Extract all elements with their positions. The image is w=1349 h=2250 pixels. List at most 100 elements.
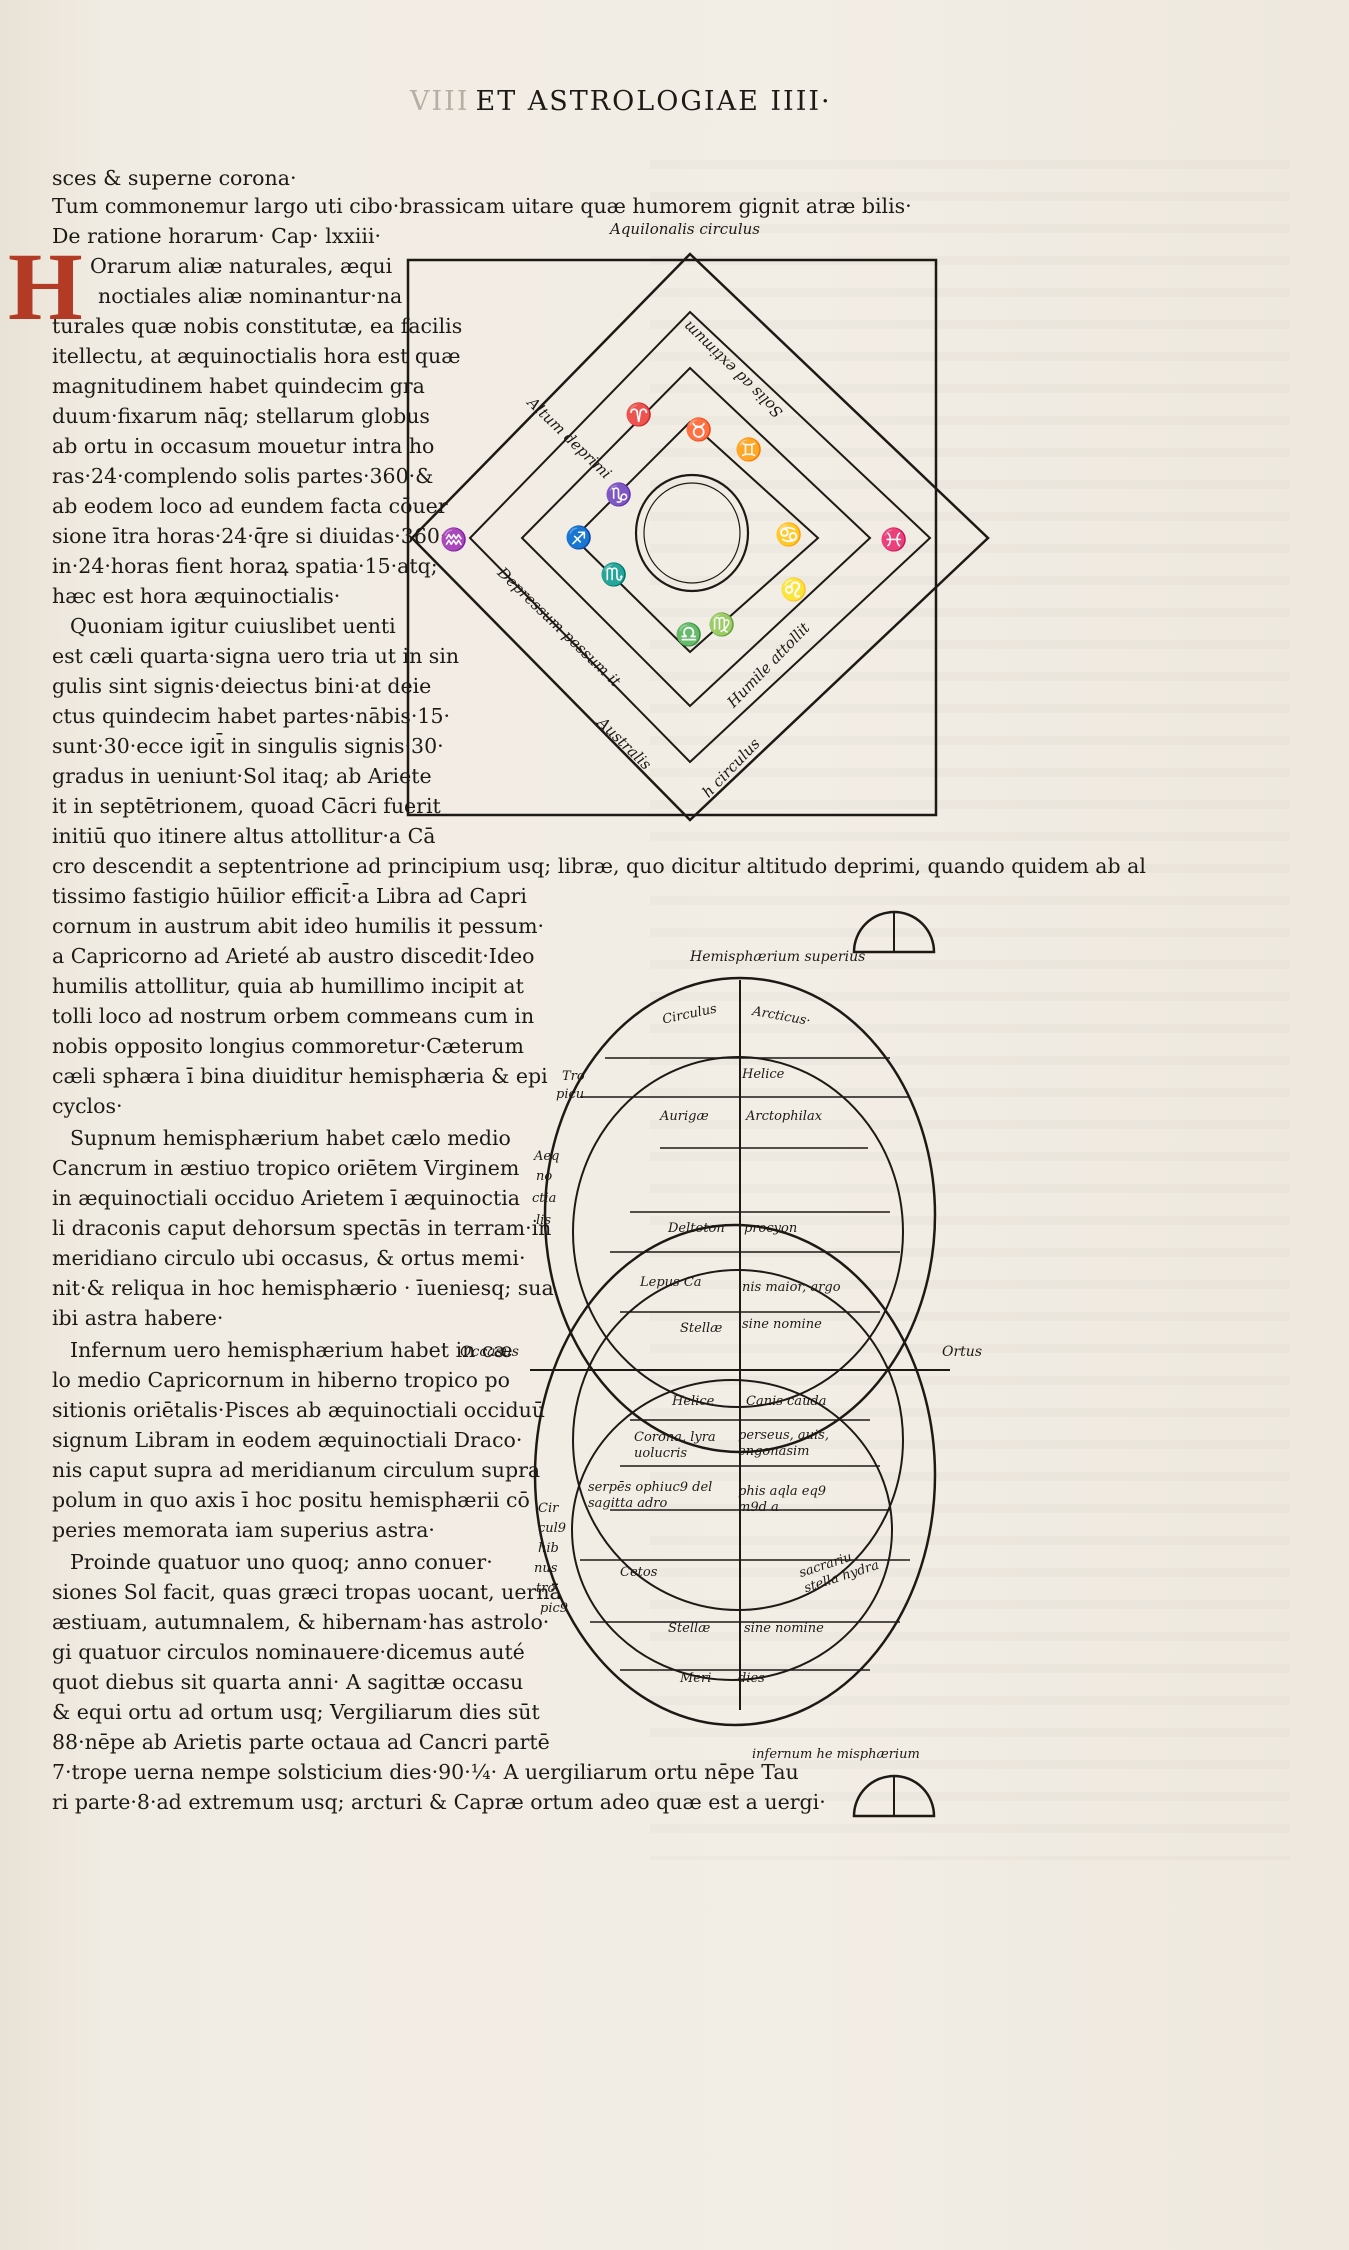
diagram1-top-label: Aquilonalis circulus (610, 220, 760, 238)
text-line: humilis attollitur, quia ab humillimo in… (52, 974, 524, 998)
text-line: itellectu, at æquinoctialis hora est quæ (52, 344, 461, 368)
text-line: ab ortu in occasum mouetur intra ho (52, 434, 435, 458)
cell-left: serpēs ophiuc9 del sagitta adro (588, 1480, 713, 1511)
side-label: cul9 (538, 1521, 567, 1536)
text-line: Supnum hemisphærium habet cælo medio (70, 1126, 511, 1150)
diagram2-label-ortus: Ortus (942, 1344, 982, 1360)
cell-right: Canis cauda (746, 1394, 827, 1409)
side-label: pic9 (540, 1601, 569, 1616)
text-line: æstiuam, autumnalem, & hibernam·has astr… (52, 1610, 550, 1634)
text-line: Infernum uero hemisphærium habet in cæ (70, 1338, 513, 1362)
text-line: gulis sint signis·deiectus bini·at deie (52, 674, 432, 698)
side-label: Tro (562, 1069, 585, 1084)
side-label: lis (536, 1213, 551, 1228)
diagram2-label-bottom: infernum he misphærium (752, 1747, 920, 1762)
text-line: Cancrum in æstiuo tropico oriētem Virgin… (52, 1156, 520, 1180)
text-line: sces & superne corona· (52, 166, 297, 190)
text-line: Quoniam igitur cuiuslibet uenti (70, 614, 396, 638)
zodiac-glyph: ♏ (600, 563, 628, 588)
diagram2-label-occasus: Occasus (460, 1344, 519, 1360)
text-line: lo medio Capricornum in hiberno tropico … (52, 1368, 510, 1392)
side-label: Cir (538, 1501, 559, 1516)
cell-right: sine nomine (744, 1621, 824, 1636)
zodiac-glyph: ♈ (625, 403, 653, 428)
text-line: ab eodem loco ad eundem facta cōuer (52, 494, 448, 518)
zodiac-glyph: ♉ (685, 418, 713, 443)
text-line: sione ītra horas·24·q̄re si diuidas·360· (52, 524, 447, 548)
cell-left: Stellæ (668, 1621, 711, 1636)
zodiac-glyph: ♐ (565, 526, 593, 551)
cell-left: Aurigæ (660, 1109, 709, 1124)
side-label: no (536, 1169, 553, 1184)
drop-cap: H (8, 233, 83, 340)
text-line: signum Libram in eodem æquinoctiali Drac… (52, 1428, 523, 1452)
text-line: sitionis oriētalis·Pisces ab æquinoctial… (52, 1398, 546, 1422)
cell-right: Helice (742, 1067, 785, 1082)
text-line: ri parte·8·ad extremum usq; arcturi & Ca… (52, 1790, 826, 1814)
text-line: De ratione horarum· Cap· lxxiii· (52, 224, 382, 248)
diagram2-label-top: Hemisphærium superius (690, 949, 866, 965)
cell-left: Helice (672, 1394, 715, 1409)
side-label: picu (556, 1087, 585, 1102)
cell-right: perseus, auis, engonasim (738, 1428, 829, 1459)
text-line: nit·& reliqua in hoc hemisphærio · īueni… (52, 1276, 554, 1300)
text-line: peries memorata iam superius astra· (52, 1518, 435, 1542)
text-line: Orarum aliæ naturales, æqui (90, 254, 393, 278)
text-line: it in septētrionem, quoad Cācri fuerit (52, 794, 441, 818)
text-line: noctiales aliæ nominantur·na (98, 284, 403, 308)
zodiac-glyph: ♒ (440, 528, 468, 553)
text-line: cyclos· (52, 1094, 123, 1118)
show-through-bleed (650, 160, 1290, 1860)
text-line: ibi astra habere· (52, 1306, 224, 1330)
zodiac-glyph: ♌ (780, 578, 808, 603)
cell-right: sine nomine (742, 1317, 822, 1332)
cell-left: Cetos (620, 1565, 658, 1580)
text-line: duum·fixarum nāq; stellarum globus (52, 404, 430, 428)
text-line: a Capricorno ad Arieté ab austro discedi… (52, 944, 535, 968)
running-head-text: ET ASTROLOGIAE IIII· (475, 86, 832, 117)
diagram1-square (406, 252, 990, 822)
text-line: 88·nēpe ab Arietis parte octaua ad Cancr… (52, 1730, 550, 1754)
cell-right: phis aqla eq9 m9d a (738, 1484, 827, 1515)
side-label: ctia (532, 1191, 557, 1206)
cell-left: Lepus Ca (640, 1275, 702, 1290)
text-line: li draconis caput dehorsum spectās in te… (52, 1216, 552, 1240)
text-line: ras·24·complendo solis partes·360·& (52, 464, 434, 488)
cell-right: procyon (744, 1221, 798, 1236)
text-line: nis caput supra ad meridianum circulum s… (52, 1458, 541, 1482)
text-line: in æquinoctiali occiduo Arietem ī æquino… (52, 1186, 521, 1210)
text-line: sunt·30·ecce igit̄ in singulis signis·30… (52, 734, 444, 758)
side-label: nus (534, 1561, 558, 1576)
text-line: cro descendit a septentrione ad principi… (52, 854, 1146, 878)
text-line: cornum in austrum abit ideo humilis it p… (52, 914, 545, 938)
side-label: hib (538, 1541, 559, 1556)
text-line: polum in quo axis ī hoc positu hemisphær… (52, 1488, 530, 1512)
cell-left: Corona, lyra uolucris (634, 1430, 716, 1461)
zodiac-glyph: ♎ (675, 623, 703, 648)
cell-right: Arctophilax (746, 1109, 823, 1124)
side-label: Aeq (534, 1149, 560, 1164)
text-line: siones Sol facit, quas græci tropas uoca… (52, 1580, 562, 1604)
zodiac-glyph: ♍ (708, 613, 736, 638)
text-line: gradus in ueniunt·Sol itaq; ab Ariete (52, 764, 432, 788)
text-line: initiū quo itinere altus attollitur·a Cā (52, 824, 436, 848)
zodiac-glyph: ♑ (605, 483, 633, 508)
text-line: meridiano circulo ubi occasus, & ortus m… (52, 1246, 526, 1270)
cell-left: Meri (680, 1671, 712, 1686)
cell-left: Stellæ (680, 1321, 723, 1336)
cell-right: nis maior, argo (742, 1280, 841, 1295)
text-line: Tum commonemur largo uti cibo·brassicam … (52, 194, 912, 218)
cell-left: Deltoton (668, 1221, 725, 1236)
zodiac-glyph: ♓ (880, 528, 908, 553)
text-line: est cæli quarta·signa uero tria ut in si… (52, 644, 460, 668)
diagram2-hemispheres (530, 976, 950, 1727)
text-line: magnitudinem habet quindecim gra (52, 374, 425, 398)
text-line: tolli loco ad nostrum orbem commeans cum… (52, 1004, 535, 1028)
text-line: turales quæ nobis constitutæ, ea facilis (52, 314, 463, 338)
text-line: gi quatuor circulos nominauere·dicemus a… (52, 1640, 525, 1664)
text-line: cæli sphæra ī bina diuiditur hemisphæria… (52, 1064, 548, 1088)
text-line: ctus quindecim habet partes·nābis·15· (52, 704, 451, 728)
text-line: Proinde quatuor uno quoq; anno conuer· (70, 1550, 493, 1574)
